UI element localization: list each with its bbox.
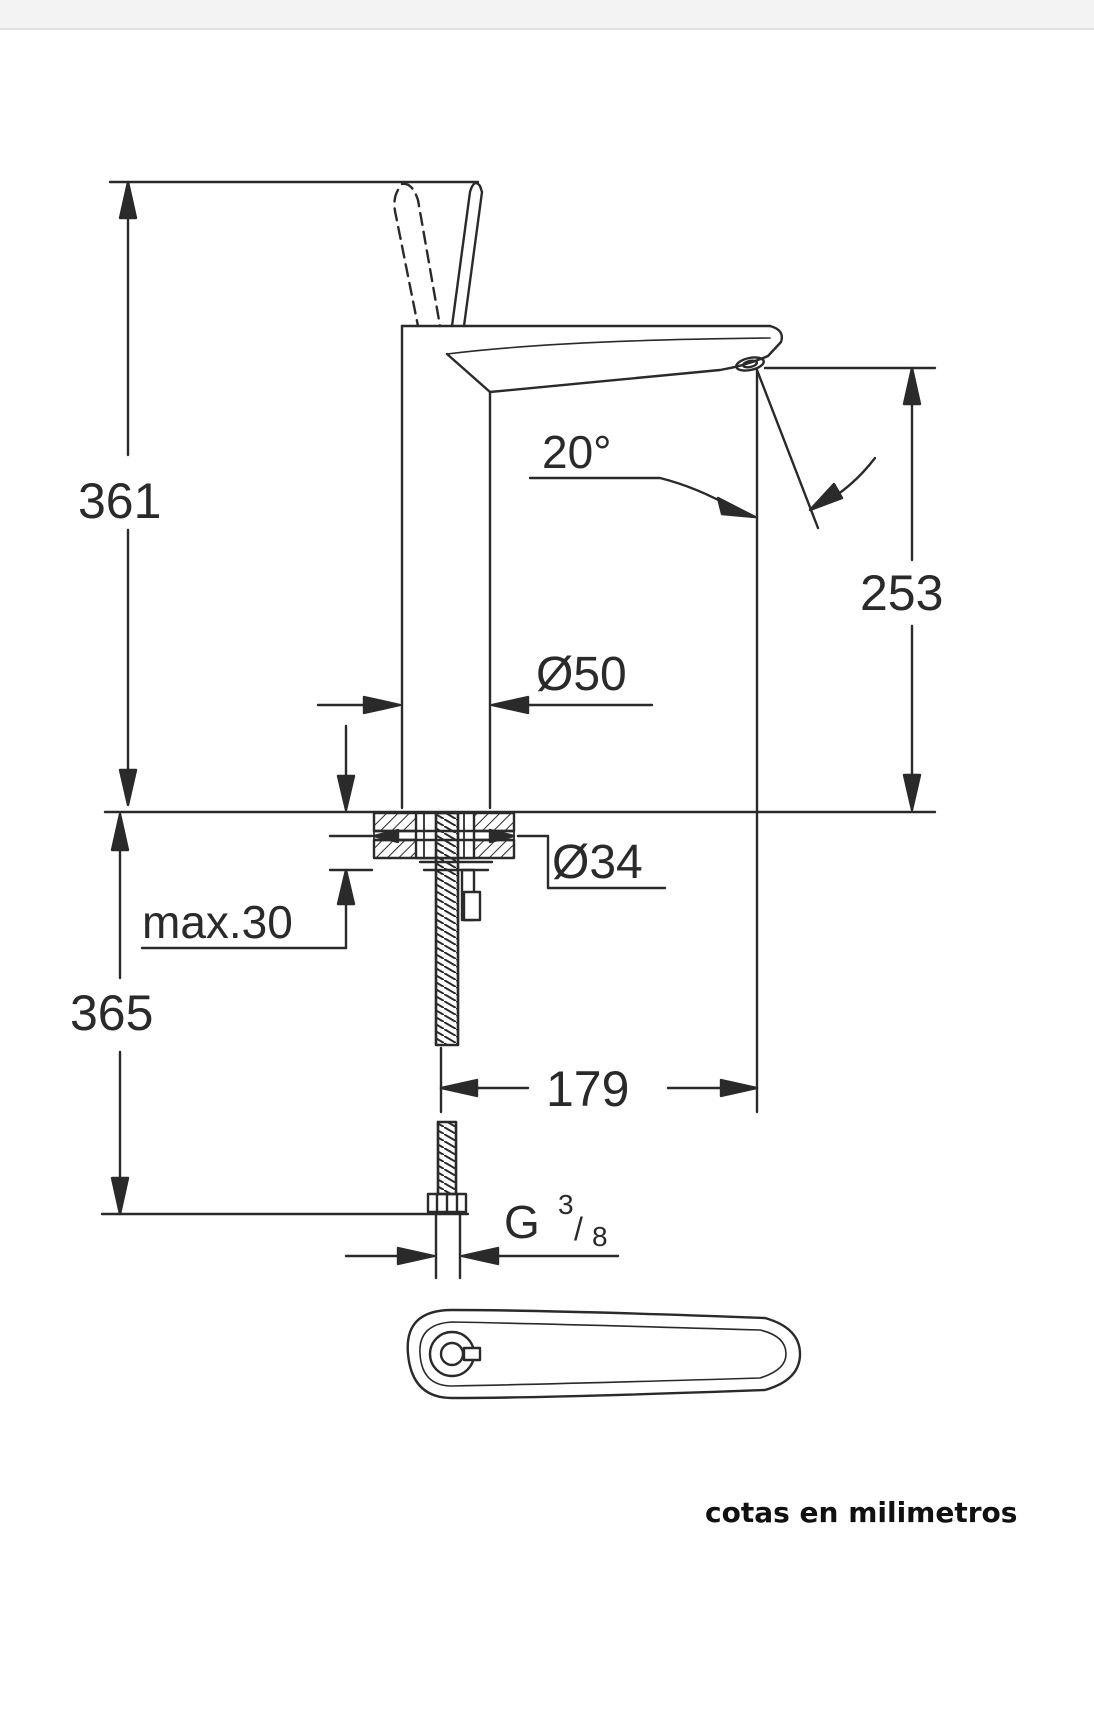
dim-lever-angle — [528, 368, 877, 1114]
label-thread-slash: / — [574, 1211, 583, 1247]
label-spout-height: 253 — [860, 565, 943, 621]
label-projection: 179 — [546, 1061, 629, 1117]
dim-below-height — [100, 812, 470, 1216]
mounting-section — [372, 811, 516, 1047]
dim-projection — [439, 1046, 759, 1114]
dim-thread — [344, 1246, 620, 1266]
lever — [393, 181, 484, 328]
label-thread-numerator: 3 — [558, 1189, 574, 1220]
label-lever-angle: 20° — [542, 426, 612, 478]
top-bar — [0, 0, 1094, 30]
label-hole-diameter: Ø34 — [552, 836, 643, 889]
label-thread-prefix: G — [504, 1196, 540, 1248]
dim-spout-height — [763, 366, 937, 812]
faucet-top-view — [406, 1308, 802, 1400]
label-below-height: 365 — [70, 985, 153, 1041]
supply-hose — [426, 1120, 468, 1280]
label-thread-denominator: 8 — [592, 1221, 608, 1252]
label-body-diameter: Ø50 — [536, 648, 627, 701]
label-total-height: 361 — [78, 473, 161, 529]
label-max-thickness: max.30 — [142, 896, 293, 948]
dim-total-height — [108, 180, 480, 807]
faucet-body — [400, 324, 784, 810]
dim-max-thickness — [140, 724, 374, 950]
units-note: cotas en milimetros — [705, 1496, 1018, 1529]
dim-body-diameter — [316, 695, 654, 715]
dim-hole-diameter — [372, 828, 667, 890]
